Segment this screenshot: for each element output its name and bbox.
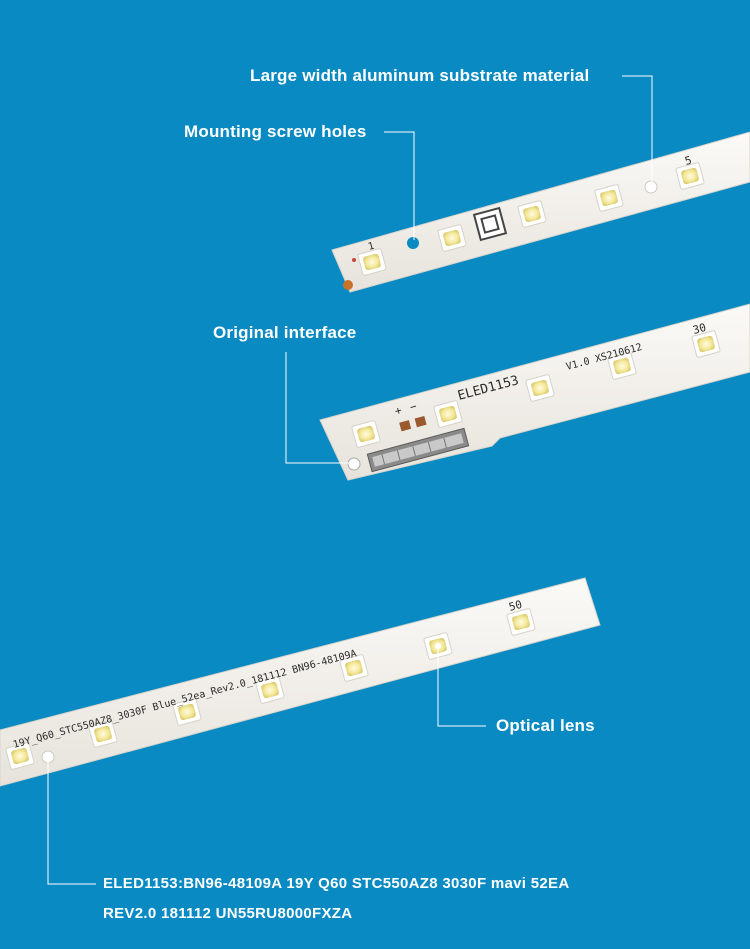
substrate-label: Large width aluminum substrate material	[250, 66, 590, 85]
callout-dot	[649, 184, 655, 190]
solder-pads	[399, 415, 427, 432]
bottom-led-strip: 19Y_Q60_STC550AZ8_3030F Blue_52ea_Rev2.0…	[0, 577, 601, 787]
strip-index-5: 5	[683, 154, 693, 168]
interface-callout-line	[285, 352, 354, 464]
qr-marker-icon	[472, 206, 508, 242]
lens-callout-line	[437, 646, 486, 727]
strip-index-50: 50	[507, 598, 523, 614]
callout-dot	[411, 240, 417, 246]
screw-holes-label: Mounting screw holes	[184, 122, 367, 141]
callout-dot	[45, 754, 51, 760]
plus-marking: +	[393, 404, 403, 418]
screw-holes-callout-line	[384, 131, 415, 243]
model-caption-line-1: ELED1153:BN96-48109A 19Y Q60 STC550AZ8 3…	[103, 875, 570, 892]
optical-lens-label: Optical lens	[496, 716, 595, 735]
middle-led-strip: + − ELED1153 V1.0 XS210612 30	[319, 303, 750, 481]
copper-pad-icon	[343, 280, 353, 290]
model-caption-line-2: REV2.0 181112 UN55RU8000FXZA	[103, 905, 353, 922]
minus-marking: −	[408, 400, 418, 414]
strip-index-30: 30	[691, 321, 707, 337]
caption-callout-line	[47, 757, 96, 885]
substrate-callout-line	[622, 75, 653, 187]
callout-dot	[435, 643, 441, 649]
callout-dot	[351, 460, 357, 466]
strip-index-1: 1	[367, 241, 376, 253]
interface-label: Original interface	[213, 323, 357, 342]
connector-socket	[366, 427, 470, 473]
top-led-strip: 1 5	[331, 131, 750, 293]
callout-lines	[47, 75, 653, 885]
